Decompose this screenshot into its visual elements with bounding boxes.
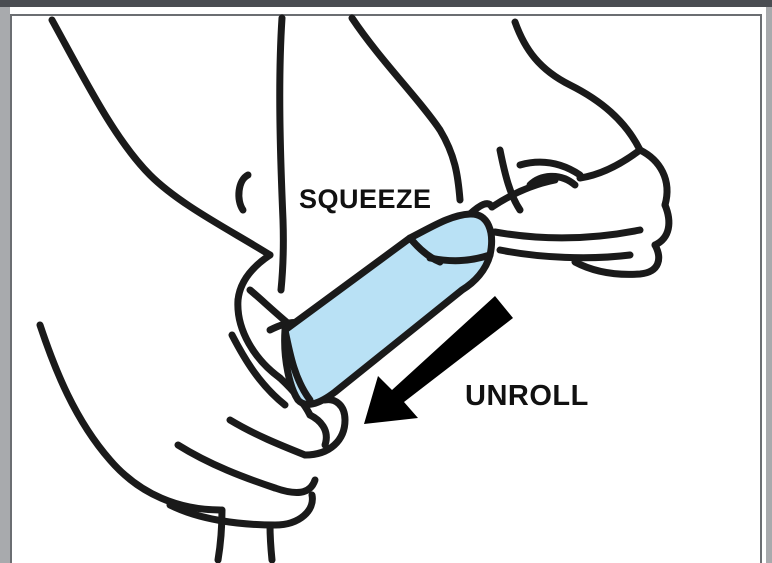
right-hand <box>492 22 669 274</box>
left-hand <box>40 255 345 560</box>
condom <box>285 204 492 405</box>
squeeze-label: SQUEEZE <box>299 184 432 215</box>
unroll-label: UNROLL <box>465 380 589 413</box>
